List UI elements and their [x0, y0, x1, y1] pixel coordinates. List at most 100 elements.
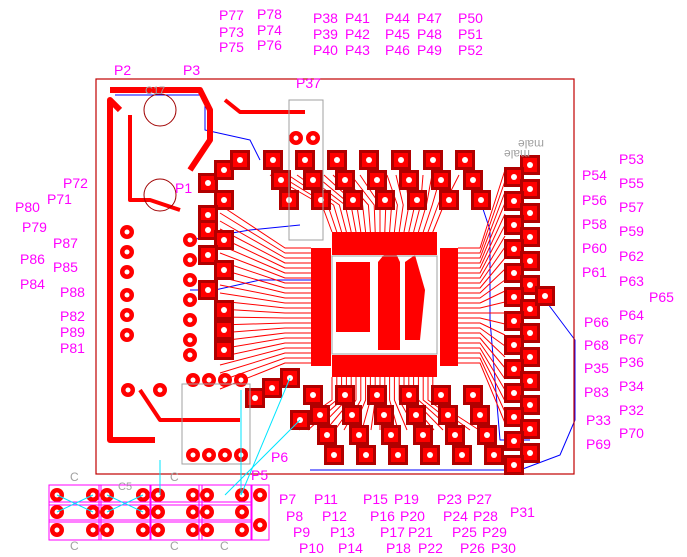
- trace: [219, 322, 311, 326]
- label-p28: P28: [473, 508, 498, 524]
- pad-drill: [124, 312, 130, 318]
- label-p72: P72: [63, 175, 88, 191]
- pad-drill: [155, 509, 161, 515]
- silk-c-3: C: [70, 539, 79, 553]
- pad-drill: [349, 412, 355, 418]
- trace: [219, 284, 311, 299]
- pad-drill: [104, 527, 110, 533]
- trace: [458, 202, 506, 264]
- pad-drill: [54, 527, 60, 533]
- pad-drill: [527, 426, 533, 432]
- trace: [458, 317, 506, 325]
- pad-drill: [124, 229, 130, 235]
- silk-c-2: C: [170, 470, 179, 484]
- trace: [458, 301, 506, 309]
- label-p7: P7: [279, 491, 296, 507]
- label-p62: P62: [619, 248, 644, 264]
- label-p45: P45: [385, 26, 410, 42]
- pad-drill: [406, 392, 412, 398]
- qfp-chip: [311, 232, 458, 377]
- label-p68: P68: [584, 337, 609, 353]
- pad-drill: [470, 392, 476, 398]
- trace-bottom: [310, 299, 576, 471]
- pad-drill: [342, 177, 348, 183]
- trace: [458, 213, 506, 269]
- trace: [458, 322, 506, 336]
- label-p43: P43: [345, 42, 370, 58]
- pad-drill: [190, 492, 196, 498]
- label-p59: P59: [619, 223, 644, 239]
- pad-drill: [511, 198, 517, 204]
- pad-drill: [204, 509, 210, 515]
- trace: [350, 174, 376, 233]
- label-p55: P55: [619, 175, 644, 191]
- pad-drill: [310, 135, 316, 141]
- label-p73: P73: [219, 24, 244, 40]
- trace: [219, 252, 311, 279]
- pad-drill: [221, 237, 227, 243]
- pad-drill: [527, 306, 533, 312]
- label-p30: P30: [491, 540, 516, 556]
- label-p24: P24: [443, 508, 468, 524]
- label-p8: P8: [286, 508, 303, 524]
- pad-drill: [427, 452, 433, 458]
- label-p87: P87: [53, 235, 78, 251]
- pad-drill: [406, 177, 412, 183]
- power-trace: [138, 388, 240, 422]
- trace: [458, 342, 506, 380]
- label-p89: P89: [60, 324, 85, 340]
- label-p53: P53: [619, 151, 644, 167]
- label-p38: P38: [313, 10, 338, 26]
- pad-drill: [239, 509, 245, 515]
- pad-group: [48, 93, 555, 541]
- ratsnest-lines: [56, 377, 301, 513]
- label-p40: P40: [313, 42, 338, 58]
- pad-drill: [239, 527, 245, 533]
- trace: [458, 347, 506, 391]
- label-p81: P81: [60, 340, 85, 356]
- pad-drill: [459, 452, 465, 458]
- resistor-outline: [288, 99, 324, 241]
- pad-drill: [257, 492, 263, 498]
- silkscreen-text: male male C17 C5 C C C C C: [70, 85, 544, 553]
- label-p74: P74: [257, 22, 282, 38]
- pad-drill: [140, 527, 146, 533]
- label-p57: P57: [619, 199, 644, 215]
- label-p85: P85: [53, 259, 78, 275]
- label-p78: P78: [257, 6, 282, 22]
- pad-drill: [527, 234, 533, 240]
- pad-drill: [366, 157, 372, 163]
- pad-drill: [278, 177, 284, 183]
- label-p11: P11: [314, 491, 338, 507]
- label-p16: P16: [370, 508, 395, 524]
- board-outline: [95, 78, 575, 475]
- pad-drill: [430, 157, 436, 163]
- pad-drill: [222, 377, 228, 383]
- pad-drill: [381, 412, 387, 418]
- label-p3: P3: [183, 62, 200, 78]
- label-p65: P65: [649, 289, 674, 305]
- label-p13: P13: [330, 524, 355, 540]
- label-p12: P12: [322, 508, 347, 524]
- pad-drill: [527, 162, 533, 168]
- trace: [219, 352, 311, 374]
- label-p14: P14: [338, 540, 363, 556]
- capacitor-outline: [143, 178, 177, 212]
- pad-drill: [293, 135, 299, 141]
- trace: [458, 327, 506, 347]
- pad-drill: [527, 210, 533, 216]
- trace: [458, 279, 506, 299]
- trace: [458, 337, 506, 369]
- pad-drill: [124, 332, 130, 338]
- power-trace: [223, 98, 305, 114]
- trace: [458, 352, 506, 402]
- pad-drill: [420, 432, 426, 438]
- trace: [458, 246, 506, 284]
- trace: [219, 220, 311, 259]
- silk-c-4: C: [170, 539, 179, 553]
- trace: [219, 228, 311, 264]
- label-p54: P54: [582, 167, 607, 183]
- label-p22: P22: [418, 540, 443, 556]
- pad-drill: [438, 392, 444, 398]
- trace: [219, 337, 311, 350]
